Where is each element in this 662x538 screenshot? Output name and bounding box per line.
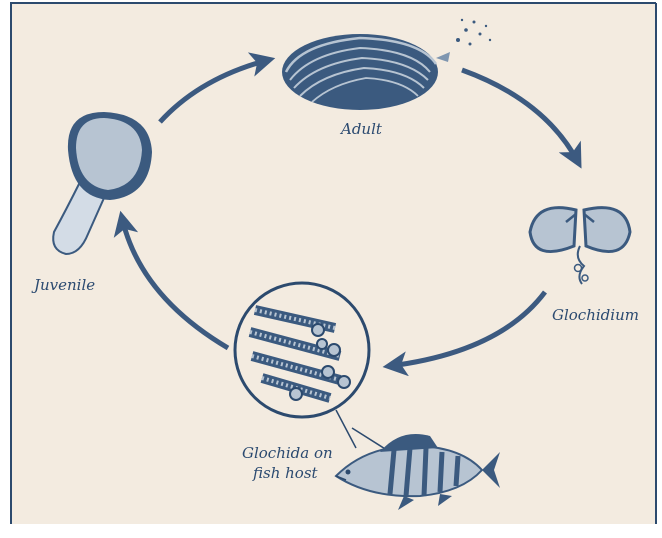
label-glochida-on-fish-host-line1: Glochida on [242,444,333,462]
label-glochidium: Glochidium [552,306,639,324]
glochida-magnified-circle-icon [235,283,369,417]
label-adult: Adult [341,120,382,138]
label-glochida-on-fish-host-line2: fish host [253,464,318,482]
label-juvenile: Juvenile [34,276,95,294]
